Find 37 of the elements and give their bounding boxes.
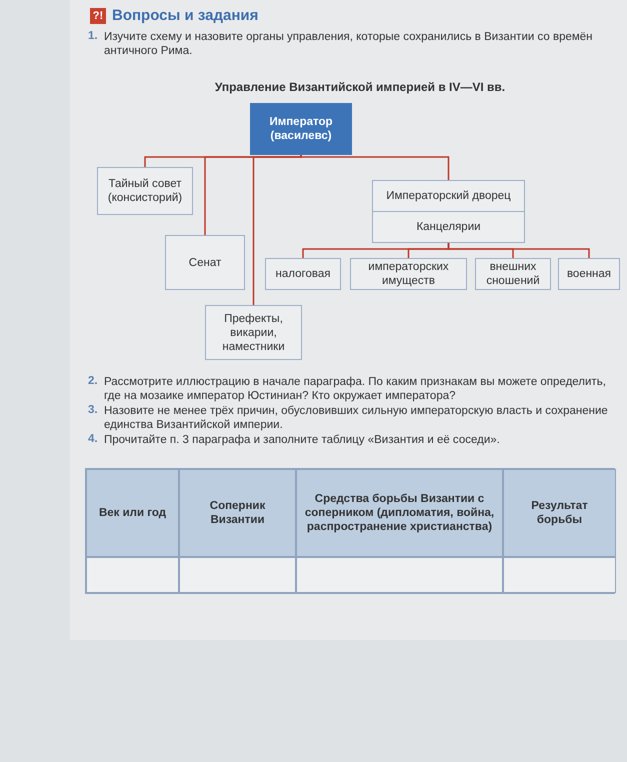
question-text: Назовите не менее трёх причин, обусловивших сильную императорскую власть и сохранение единства Византийской империи. (104, 404, 609, 432)
department-box (350, 258, 467, 290)
table-header: Соперник Византии (179, 469, 296, 557)
node-label: внешних сношений (485, 260, 541, 288)
question-number: 2. (88, 375, 98, 387)
connector-line (300, 155, 450, 180)
question-number: 1. (88, 30, 98, 42)
table-header: Результат борьбы (503, 469, 616, 557)
table-header: Век или год (86, 469, 179, 557)
node-label: Префекты, викарии, наместники (221, 312, 286, 354)
emperor-box (250, 103, 352, 155)
question-number: 3. (88, 404, 98, 416)
department-box (558, 258, 620, 290)
department-box (97, 167, 193, 215)
table-header: Средства борьбы Византии с соперником (дипломатия, война, распространение христианства) (296, 469, 503, 557)
department-box (165, 235, 245, 290)
section-heading: Вопросы и задания (112, 7, 258, 24)
node-label: Сенат (188, 256, 222, 270)
question-number: 4. (88, 433, 98, 445)
department-box (265, 258, 341, 290)
node-label: императорских имуществ (367, 260, 450, 288)
node-label: Тайный совет (консисторий) (106, 177, 184, 205)
node-label: Императорский дворец (386, 189, 511, 203)
department-box (205, 305, 302, 360)
node-label: Император (василевс) (268, 115, 334, 143)
connector-line (252, 154, 302, 305)
question-text: Рассмотрите иллюстрацию в начале параграфа. По каким признакам вы можете определить, где на мозаике император Юстиниан? Кто окружает императора? (104, 375, 607, 403)
question-text: Изучите схему и назовите органы управления, которые сохранились в Византии со времён античного Рима. (104, 30, 594, 58)
department-box (372, 180, 525, 243)
connector-line (448, 243, 590, 258)
diagram-title: Управление Византийской империей в IV—VI вв. (214, 80, 506, 94)
question-text: Прочитайте п. 3 параграфа и заполните таблицу «Византия и её соседи». (104, 433, 501, 447)
node-label: налоговая (276, 267, 330, 281)
question-badge: ?! (90, 8, 106, 24)
node-label: военная (566, 267, 612, 281)
department-box (475, 258, 551, 290)
node-label: Канцелярии (416, 220, 481, 234)
